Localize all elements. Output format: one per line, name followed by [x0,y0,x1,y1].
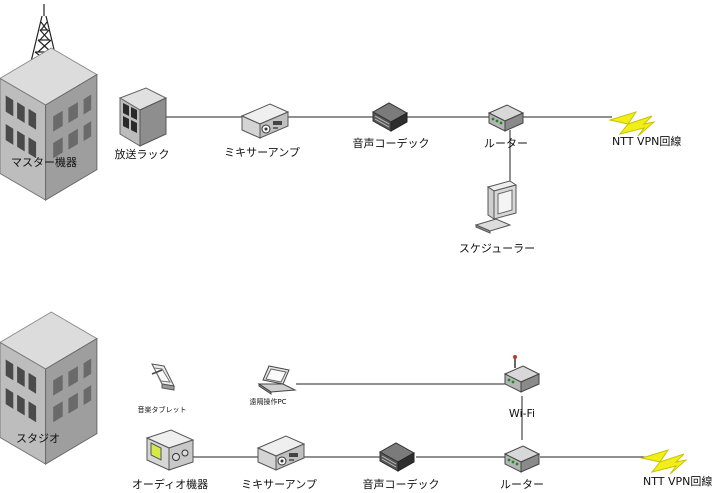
master-label: マスター機器 [11,156,77,169]
mixer-label: ミキサーアンプ [224,146,300,159]
laptop-icon [258,365,296,395]
router-label-2: ルーター [500,478,544,491]
vpn-label: NTT VPN回線 [612,135,682,148]
rack-label: 放送ラック [114,148,170,161]
mixer-amp-icon-2 [257,435,305,471]
top-connections [165,116,612,183]
vpn-label-2: NTT VPN回線 [643,475,713,488]
wifi-ap-icon [504,354,540,393]
mixer-amp-icon [241,103,289,139]
codec-icon [372,102,408,132]
studio-label: スタジオ [16,432,60,445]
codec-icon-2 [379,442,415,472]
router-label: ルーター [484,137,528,150]
master-building-icon [0,47,98,201]
vpn-lightning-icon-2 [641,449,687,475]
audio-device-icon [146,429,194,471]
router-icon [488,104,524,132]
router-icon-2 [504,445,540,473]
audio-label: オーディオ機器 [131,478,209,491]
tablet-icon [151,363,175,391]
rack-icon [119,87,167,147]
bottom-connections [193,383,645,458]
codec-label: 音声コーデック [352,137,430,150]
wifi-label: Wi-Fi [508,407,536,420]
remote-pc-label: 遠隔操作PC [249,398,287,406]
tablet-label: 音楽タブレット [137,406,187,414]
mixer-label-2: ミキサーアンプ [241,478,317,491]
vpn-lightning-icon [609,111,655,137]
codec-label-2: 音声コーデック [362,478,440,491]
scheduler-label: スケジューラー [458,242,536,255]
scheduler-pc-icon [475,180,517,234]
